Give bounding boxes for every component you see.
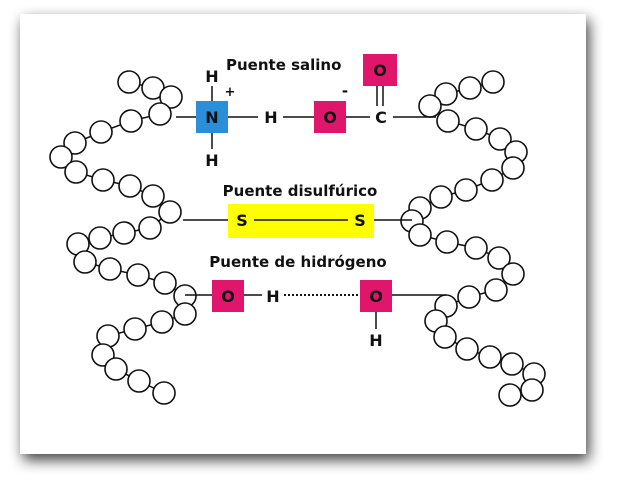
oxygen-atom-salt-bridge: O [323,108,337,127]
disulfide-bridge-group: Puente disulfúrico S S [183,182,412,238]
left-chain-amino-acid-bead [63,131,87,155]
left-chain-amino-acid-bead [126,263,150,287]
right-chain-amino-acid-bead [481,70,505,94]
right-chain-amino-acid-bead [464,236,488,260]
disulfide-label: Puente disulfúrico [223,182,378,200]
right-chain-amino-acid-bead [418,94,442,118]
left-chain-amino-acid-bead [118,174,142,198]
left-chain-amino-acid-bead [49,145,73,169]
left-chain-amino-acid-bead [173,302,197,326]
right-chain-amino-acid-bead [500,352,524,376]
left-chain-amino-acid-bead [64,160,88,184]
hydrogen-top-atom: H [205,67,218,86]
hydrogen-bond-group: Puente de hidrógeno O H O H [185,253,446,350]
negative-charge: - [342,82,348,100]
left-chain-amino-acid-bead [119,109,143,133]
right-chain-amino-acid-bead [434,82,458,106]
left-chain-amino-acid-bead [112,221,136,245]
left-chain-amino-acid-bead [153,271,177,295]
disulfide-box [228,204,374,238]
left-chain-amino-acid-bead [73,250,97,274]
right-chain-amino-acid-bead [478,345,502,369]
oxygen-box-hbond-right [360,280,392,312]
left-chain-amino-acid-bead [104,357,128,381]
hydrogen-bond-label: Puente de hidrógeno [209,253,386,271]
nitrogen-box [196,101,228,133]
left-chain-amino-acid-bead [141,184,165,208]
left-chain-amino-acid-bead [127,369,151,393]
right-chain-amino-acid-bead [458,76,482,100]
left-polypeptide-chain [49,70,197,405]
left-chain-amino-acid-bead [150,310,174,334]
right-chain-amino-acid-bead [429,185,453,209]
right-chain-amino-acid-bead [457,285,481,309]
oxygen-box-carbonyl [363,54,397,86]
right-chain-amino-acid-bead [487,246,511,270]
right-chain-amino-acid-bead [433,325,457,349]
nitrogen-atom: N [205,108,218,127]
right-chain-amino-acid-bead [520,378,544,402]
left-chain-amino-acid-bead [89,120,113,144]
left-chain-amino-acid-bead [158,200,182,224]
oxygen-atom-hbond-left: O [221,287,235,306]
oxygen-box-hbond-left [212,280,244,312]
positive-charge: + [225,85,236,100]
salt-bridge-label: Puente salino [226,56,341,74]
left-chain-amino-acid-bead [91,168,115,192]
left-chain-amino-acid-bead [152,381,176,405]
left-chain-amino-acid-bead [123,317,147,341]
right-chain-amino-acid-bead [498,383,522,407]
left-chain-amino-acid-bead [88,226,112,250]
right-chain-amino-acid-bead [464,117,488,141]
carbon-atom: C [375,108,387,127]
left-chain-amino-acid-bead [138,216,162,240]
hydrogen-middle-atom: H [264,108,277,127]
salt-bridge-group: Puente salino H + N H H - O C O [176,54,436,170]
left-chain-amino-acid-bead [117,70,141,94]
right-chain-amino-acid-bead [408,223,432,247]
right-chain-amino-acid-bead [454,178,478,202]
left-chain-amino-acid-bead [148,102,172,126]
right-polypeptide-chain [400,70,546,407]
right-chain-amino-acid-bead [488,127,512,151]
right-chain-amino-acid-bead [435,230,459,254]
hydrogen-bottom-atom: H [205,151,218,170]
sulfur-atom-left: S [236,211,248,230]
right-chain-amino-acid-bead [480,168,504,192]
hydrogen-atom-hbond: H [266,287,279,306]
oxygen-atom-carbonyl: O [373,61,387,80]
hydrogen-atom-hbond-bottom: H [369,331,382,350]
right-chain-amino-acid-bead [455,337,479,361]
sulfur-atom-right: S [354,211,366,230]
left-chain-amino-acid-bead [98,257,122,281]
right-chain-amino-acid-bead [436,109,460,133]
right-chain-amino-acid-bead [501,156,525,180]
oxygen-box-salt-bridge [314,101,346,133]
right-chain-amino-acid-bead [484,278,508,302]
right-chain-amino-acid-bead [501,262,525,286]
left-chain-amino-acid-bead [159,85,183,109]
oxygen-atom-hbond-right: O [369,287,383,306]
